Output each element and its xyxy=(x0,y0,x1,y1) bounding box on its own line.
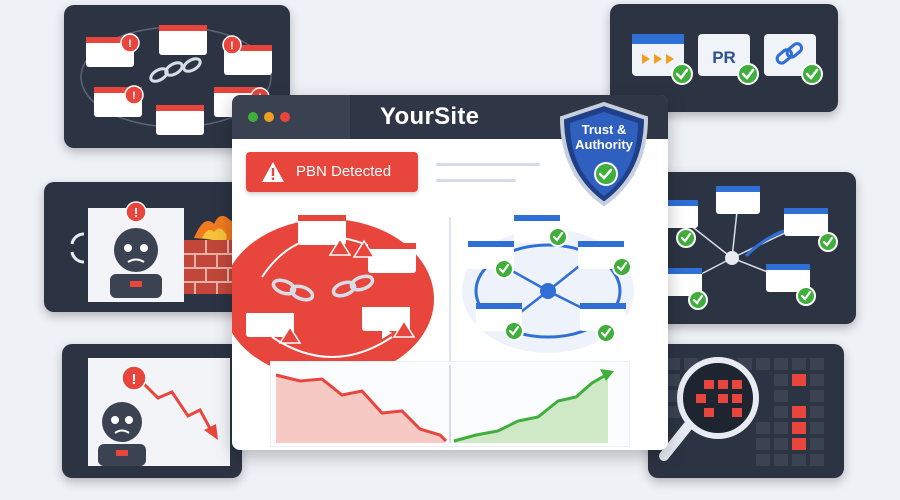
shield-icon xyxy=(559,101,649,207)
svg-text:!: ! xyxy=(134,205,138,220)
growth-arrow-icon xyxy=(600,369,614,381)
warning-icon xyxy=(278,237,416,344)
warning-triangle-icon xyxy=(262,162,284,182)
healthy-network-panel xyxy=(646,172,856,324)
video-icon xyxy=(632,34,684,76)
svg-text:!: ! xyxy=(128,38,132,50)
browser-window: YourSite PBN Detected xyxy=(232,95,668,450)
broken-chain-icon xyxy=(271,274,375,302)
broken-network-panel: !!!! xyxy=(64,5,290,148)
ranking-drop-panel: ! xyxy=(62,344,242,478)
broken-chain-icon xyxy=(149,57,202,83)
site-title: YourSite xyxy=(380,103,480,130)
decline-line xyxy=(275,373,448,443)
firewall-robot-panel: ! xyxy=(44,182,262,312)
card-icon xyxy=(654,186,828,296)
svg-text:!: ! xyxy=(132,90,136,102)
badge-line-1: Trust & xyxy=(581,122,627,137)
svg-text:!: ! xyxy=(230,40,234,52)
warning-icon: ! xyxy=(121,365,147,391)
growth-area xyxy=(454,375,608,443)
link-icon xyxy=(764,34,816,76)
trust-authority-badge: Trust & Authority xyxy=(554,100,654,210)
header-line xyxy=(436,179,516,182)
traffic-chart xyxy=(270,361,630,447)
warning-icon: ! xyxy=(125,201,147,223)
close-dot-icon[interactable] xyxy=(248,112,258,122)
badge-line-2: Authority xyxy=(575,137,633,152)
spam-network-blob xyxy=(232,215,434,379)
pr-tile-text: PR xyxy=(712,48,736,67)
badge-text: Trust & Authority xyxy=(554,122,654,152)
trusted-network xyxy=(462,215,634,353)
robot-icon xyxy=(110,228,162,298)
minimize-dot-icon[interactable] xyxy=(264,112,274,122)
header-line xyxy=(436,163,540,166)
alert-label: PBN Detected xyxy=(296,163,392,180)
network-comparison xyxy=(232,215,634,387)
pr-icon: PR xyxy=(698,34,750,76)
audit-heatmap-panel xyxy=(648,344,844,478)
trusted-sources-panel: PR xyxy=(610,4,838,112)
pbn-detected-alert[interactable]: PBN Detected xyxy=(246,152,418,192)
growth-line xyxy=(453,373,607,443)
maximize-dot-icon[interactable] xyxy=(280,112,290,122)
decline-area xyxy=(276,375,446,443)
svg-text:!: ! xyxy=(132,371,137,388)
robot-icon xyxy=(98,402,146,466)
card-icon xyxy=(246,215,416,337)
magnifier-icon xyxy=(659,357,759,461)
